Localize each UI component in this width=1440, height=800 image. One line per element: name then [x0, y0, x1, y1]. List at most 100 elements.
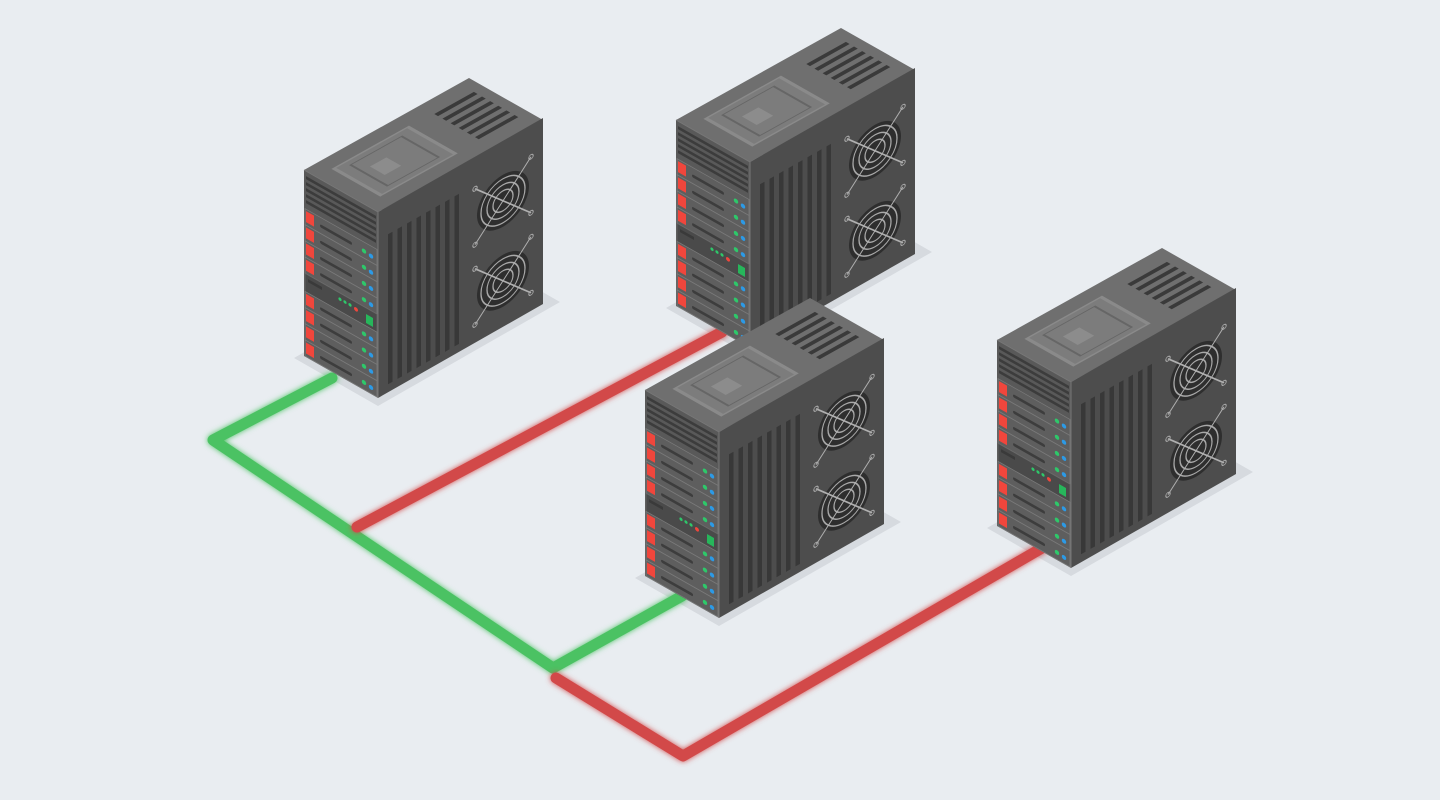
- top-vent: [822, 51, 866, 76]
- drive-handle: [1013, 526, 1045, 547]
- status-led-icon: [733, 214, 739, 220]
- drive-handle: [692, 190, 724, 211]
- drive-handle: [661, 543, 693, 564]
- drive-tab: [647, 513, 655, 530]
- status-led-icon: [709, 572, 715, 578]
- drive-bay-icon: [645, 510, 719, 569]
- top-vent: [458, 105, 503, 130]
- fan-grill: [492, 268, 514, 294]
- top-panel-inner: [690, 355, 782, 407]
- drive-tab: [306, 259, 314, 276]
- drive-handle: [1013, 394, 1045, 415]
- status-led-icon: [740, 219, 746, 225]
- fan-screw: [528, 289, 534, 296]
- drive-bay-icon: [997, 426, 1071, 485]
- front-vent: [678, 138, 748, 181]
- fan-screw: [1165, 491, 1171, 498]
- red-cable-server4: [550, 542, 1048, 762]
- server-side: [750, 67, 915, 348]
- top-vent: [1151, 275, 1196, 300]
- fan-grill: [480, 174, 526, 227]
- drive-tab: [306, 227, 314, 243]
- status-led-icon: [702, 599, 708, 605]
- fan-screw: [844, 215, 850, 222]
- top-vent: [442, 96, 486, 121]
- status-led-icon: [1054, 549, 1060, 555]
- status-led-icon: [1061, 554, 1067, 560]
- top-vent: [816, 335, 860, 360]
- side-vent: [760, 181, 765, 335]
- front-vent: [647, 414, 717, 457]
- top-vent: [847, 65, 891, 90]
- status-led-icon: [733, 313, 739, 319]
- side-vent: [807, 154, 812, 308]
- fan-screw: [813, 485, 819, 492]
- status-led-icon: [702, 468, 708, 474]
- top-panel: [1024, 295, 1151, 367]
- server-edge: [303, 169, 379, 398]
- drive-handle: [1013, 509, 1045, 530]
- side-vent: [1138, 369, 1143, 522]
- drive-tab: [678, 161, 686, 177]
- status-led-icon: [368, 384, 374, 390]
- front-vent: [647, 408, 717, 451]
- drive-tab: [306, 243, 314, 260]
- front-vent: [647, 396, 717, 439]
- drive-bay-icon: [304, 240, 378, 299]
- server-tower-icon: [675, 27, 916, 349]
- fan-grill: [864, 218, 886, 244]
- fan-screw: [1165, 435, 1171, 442]
- side-vent: [729, 451, 734, 605]
- fan-grill: [486, 261, 520, 300]
- fan-guard: [815, 456, 873, 545]
- drive-bay-icon: [997, 394, 1071, 453]
- fan-screw: [472, 321, 478, 328]
- status-led-icon: [679, 517, 683, 522]
- side-vent: [798, 160, 803, 313]
- fan-guard: [1167, 326, 1225, 415]
- fan-screw: [869, 453, 875, 460]
- server-edge: [675, 119, 751, 348]
- server-top: [645, 297, 885, 433]
- fan-grill: [833, 488, 855, 514]
- status-led-icon: [740, 286, 746, 292]
- fan-grill: [1173, 344, 1219, 397]
- side-vent: [769, 176, 774, 329]
- drive-handle: [320, 339, 352, 360]
- fan-grill: [821, 394, 867, 447]
- side-vent: [445, 199, 450, 352]
- status-led-icon: [368, 302, 374, 308]
- drive-tab: [647, 530, 655, 546]
- panel-slot: [308, 279, 322, 291]
- fan-grill: [1185, 358, 1207, 384]
- cables: [207, 326, 1048, 762]
- drive-tab: [647, 463, 655, 480]
- drive-handle: [1013, 443, 1045, 464]
- status-led-icon: [1061, 439, 1067, 445]
- top-label: [369, 157, 402, 175]
- drive-bay-icon: [645, 460, 719, 519]
- red-cable-server2: [351, 326, 728, 533]
- status-led-icon: [709, 522, 715, 528]
- side-vent: [435, 204, 440, 358]
- drive-bay-icon: [304, 290, 378, 349]
- side-vent: [426, 210, 431, 363]
- status-led-icon: [1054, 418, 1060, 424]
- cooling-fan-icon: [472, 153, 534, 248]
- drive-tab: [999, 480, 1007, 496]
- top-label: [741, 107, 774, 125]
- top-vent: [830, 55, 875, 80]
- drive-handle: [320, 307, 352, 328]
- status-led-icon: [361, 331, 367, 337]
- side-vent: [1090, 396, 1095, 549]
- side-vent: [416, 215, 421, 369]
- status-led-icon: [361, 297, 367, 303]
- side-vent: [1128, 374, 1133, 528]
- drive-tab: [647, 546, 655, 562]
- server-side: [719, 337, 884, 618]
- fan-screw: [1221, 403, 1227, 410]
- side-vent: [1081, 401, 1086, 555]
- drive-bay-icon: [304, 256, 378, 315]
- server-top: [997, 247, 1237, 383]
